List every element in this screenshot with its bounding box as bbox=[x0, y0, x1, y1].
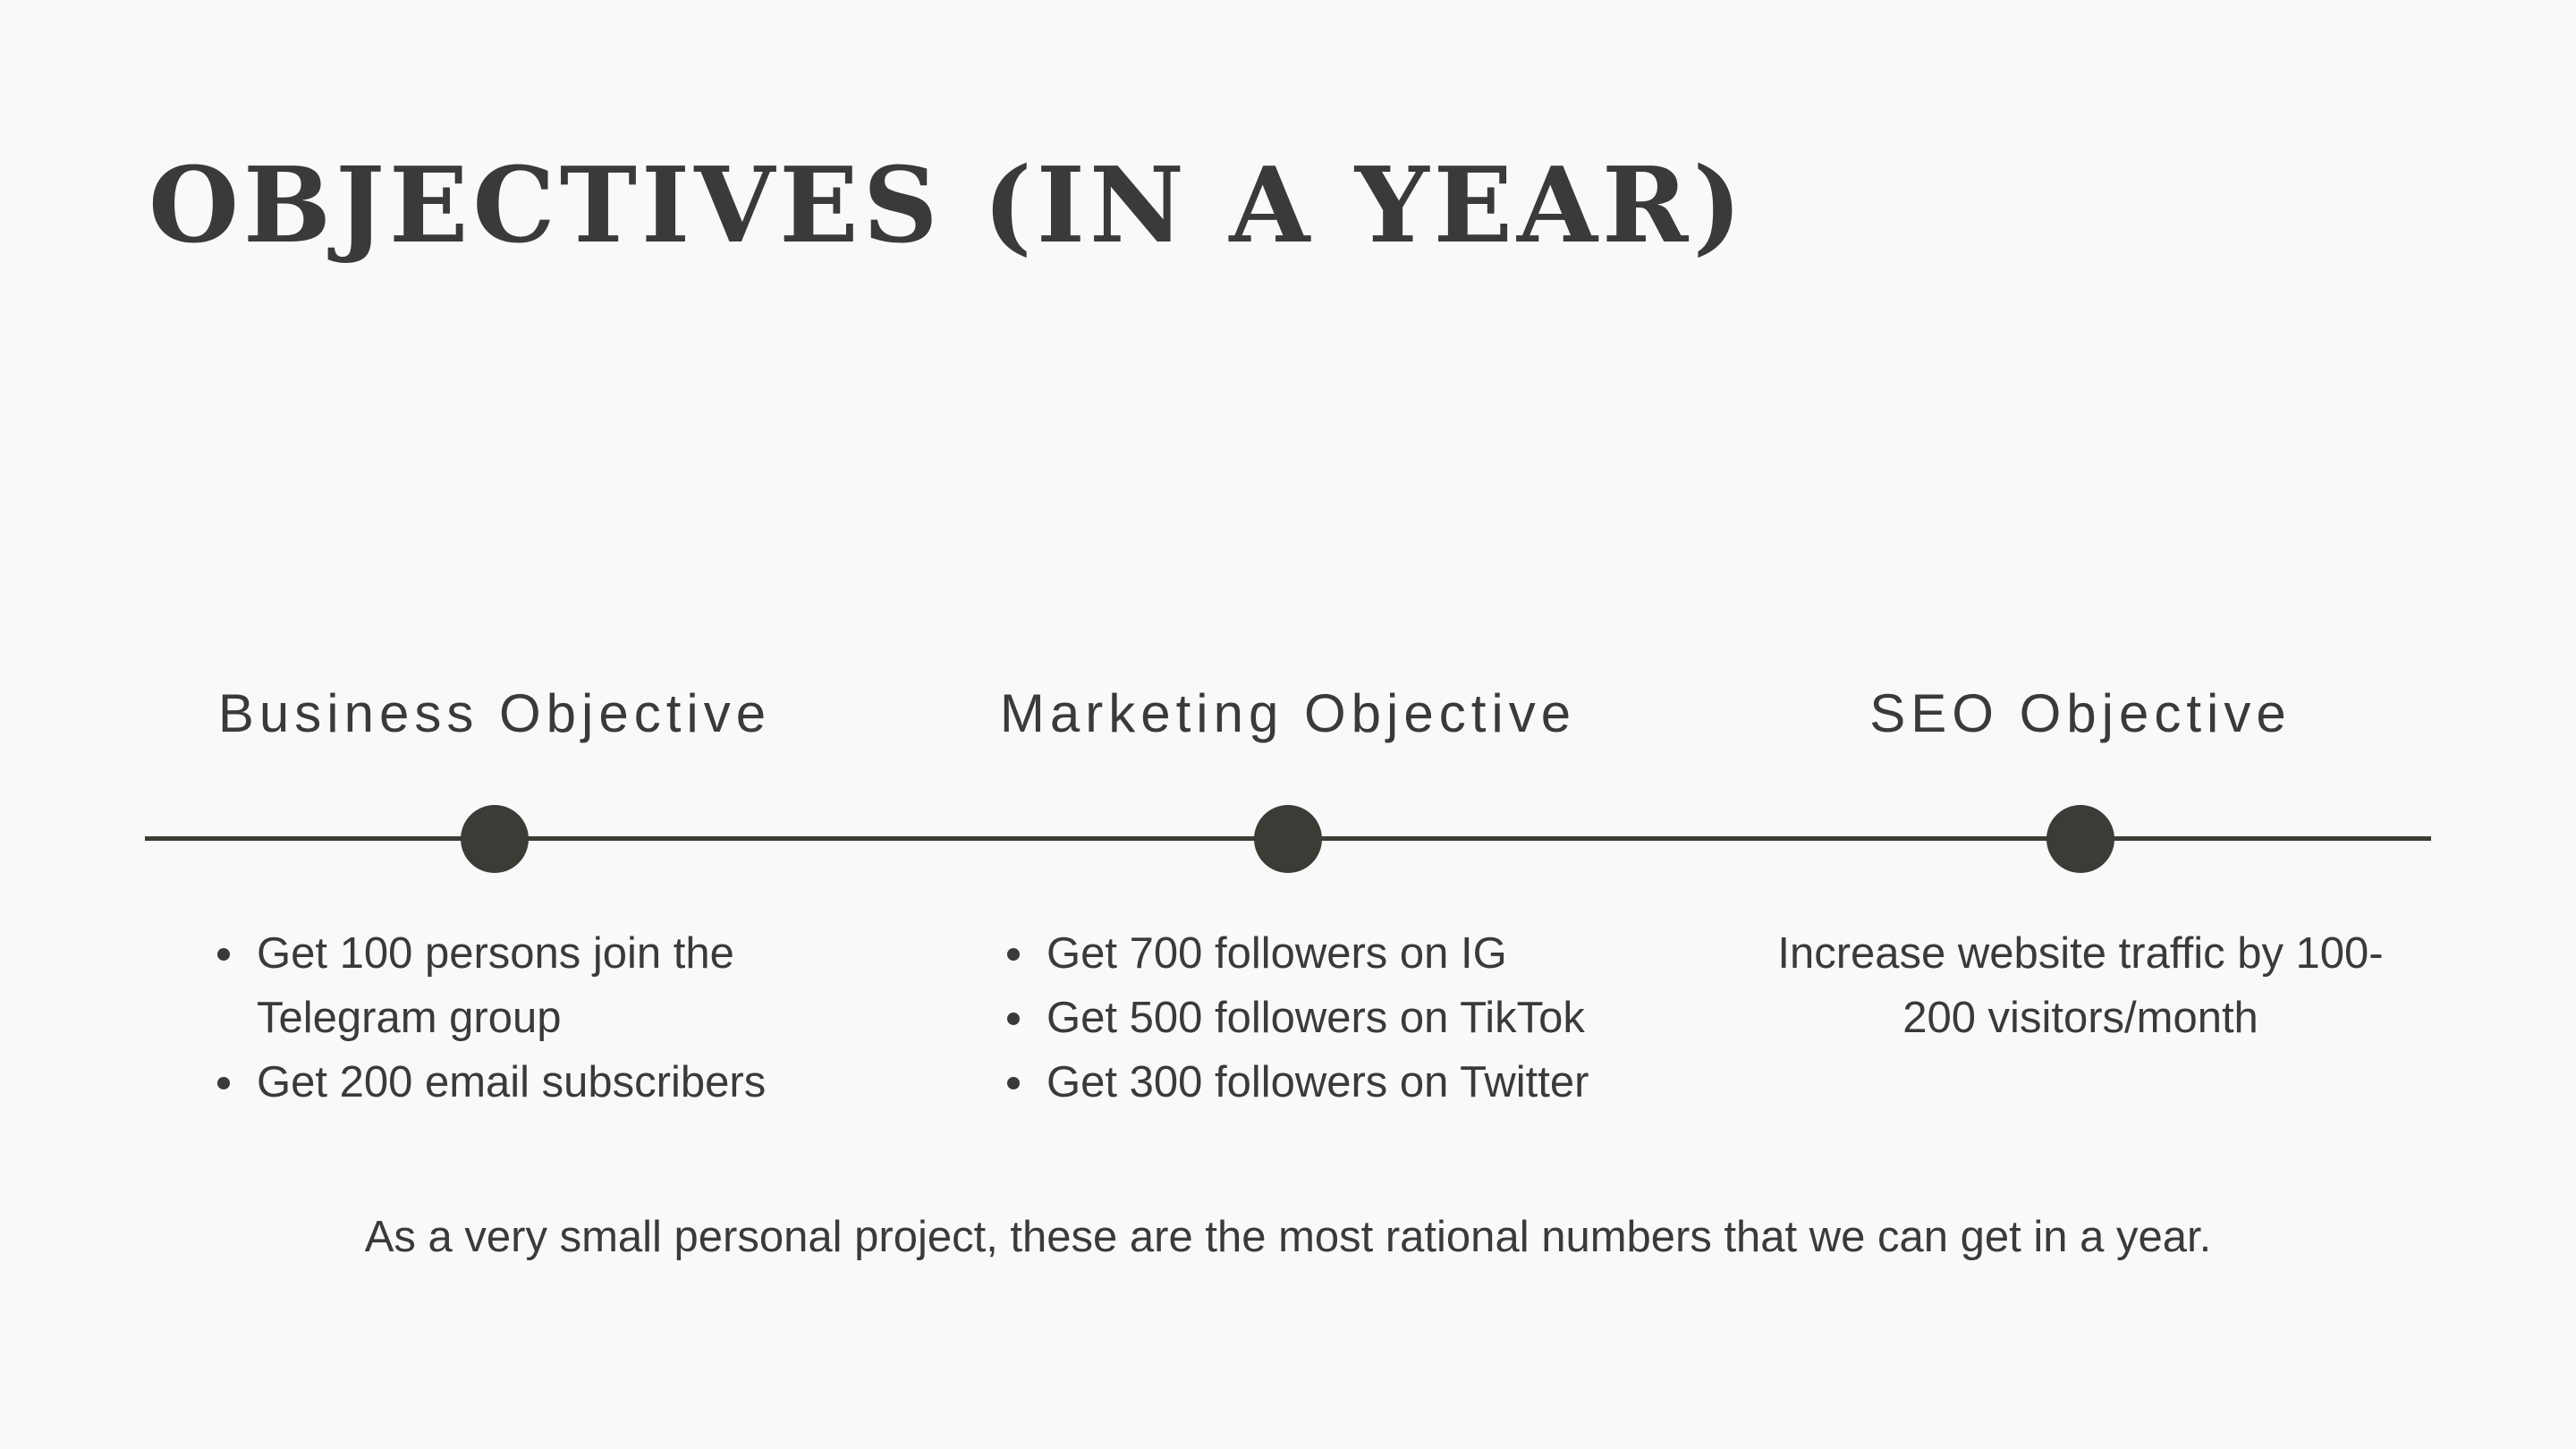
list-item: Get 500 followers on TikTok bbox=[1007, 986, 1589, 1050]
list-item: Get 100 persons join the Telegram group bbox=[217, 921, 829, 1050]
footnote: As a very small personal project, these … bbox=[364, 1213, 2212, 1261]
seo-timeline-node bbox=[2046, 805, 2114, 873]
marketing-timeline-node bbox=[1254, 805, 1322, 873]
business-timeline-node bbox=[461, 805, 529, 873]
marketing-objective-heading: Marketing Objective bbox=[999, 683, 1577, 743]
list-item: Get 700 followers on IG bbox=[1007, 921, 1589, 986]
page-title: OBJECTIVES (IN A YEAR) bbox=[148, 145, 1747, 267]
seo-objective-heading: SEO Objective bbox=[1869, 683, 2292, 743]
list-item: Get 200 email subscribers bbox=[217, 1050, 829, 1114]
business-objective-heading: Business Objective bbox=[217, 683, 772, 743]
list-item: Get 300 followers on Twitter bbox=[1007, 1050, 1589, 1114]
seo-objective-text: Increase website traffic by 100-200 visi… bbox=[1777, 929, 2384, 1042]
business-objective-list: Get 100 persons join the Telegram group … bbox=[217, 921, 829, 1114]
marketing-objective-list: Get 700 followers on IG Get 500 follower… bbox=[1007, 921, 1589, 1114]
